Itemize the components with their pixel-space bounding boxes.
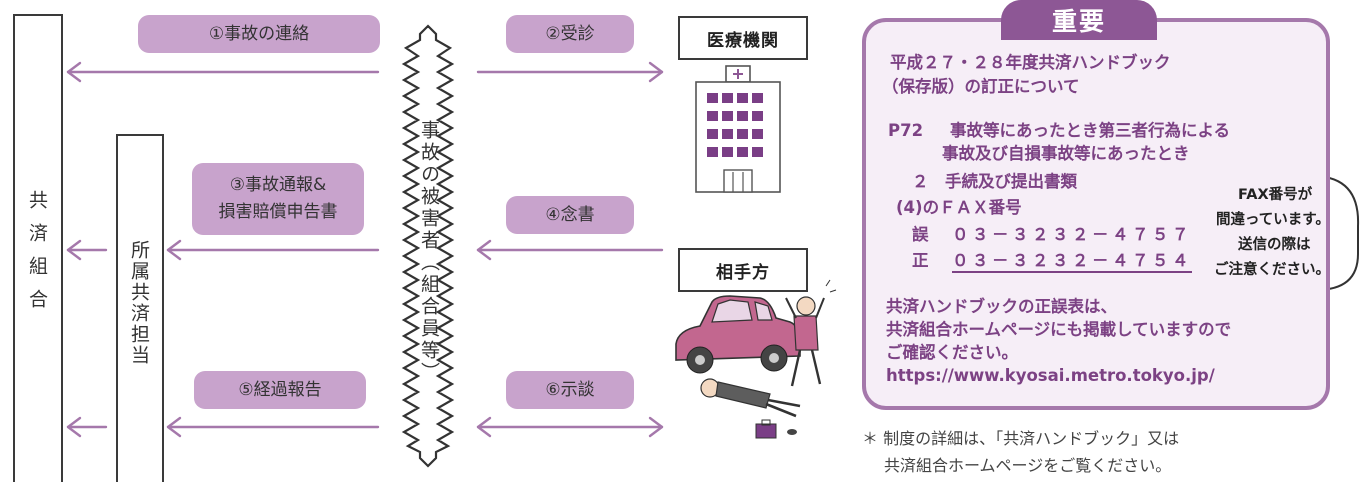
notice-body-line2: 共済組合ホームページにも掲載していますので [886, 320, 1232, 339]
notice-item4: (4)のＦＡＸ番号 [896, 198, 1022, 217]
step-1-pill: ①事故の連絡 [138, 15, 380, 53]
bubble-line1: FAX番号が [1238, 187, 1313, 203]
notice-panel [862, 18, 1330, 410]
shozoku-box [116, 134, 164, 482]
hospital-label: 医療機関 [678, 16, 808, 60]
notice-right-number: ０３－３２３２－４７５４ [952, 250, 1192, 273]
notice-body-line3: ご確認ください。 [886, 343, 1018, 362]
victim-zigzag-outline [401, 24, 455, 468]
notice-body-line1: 共済ハンドブックの正誤表は、 [886, 297, 1117, 316]
car-accident-icon [675, 279, 837, 439]
step-6-pill: ⑥示談 [506, 371, 634, 409]
bubble-line4: ご注意ください。 [1214, 262, 1330, 278]
step-5-pill: ⑤経過報告 [194, 371, 366, 409]
notice-url[interactable]: https://www.kyosai.metro.tokyo.jp/ [886, 366, 1215, 385]
notice-badge: 重要 [1001, 0, 1157, 40]
shozoku-label: 所属共済担当 [128, 240, 150, 366]
step-4-pill: ④念書 [506, 196, 634, 234]
kyosai-kumiai-box [13, 14, 63, 482]
footnote-line2: 共済組合ホームページをご覧ください。 [884, 456, 1172, 475]
counterparty-label: 相手方 [678, 248, 808, 292]
footnote-line1: ＊ 制度の詳細は、「共済ハンドブック」又は [862, 429, 1180, 448]
notice-title-line2: （保存版）の訂正について [882, 77, 1080, 96]
bubble-line2: 間違っています。 [1216, 212, 1330, 228]
notice-p72-line2: 事故及び自損事故等にあったとき [942, 144, 1190, 163]
bubble-line3: 送信の際は [1238, 237, 1311, 253]
notice-wrong-number: ０３－３２３２－４７５７ [952, 225, 1192, 244]
step-3-line2: 損害賠償申告書 [218, 202, 338, 222]
notice-right-label: 正 [912, 251, 929, 270]
step-2-pill: ②受診 [506, 15, 634, 53]
notice-wrong-label: 誤 [912, 225, 929, 244]
kyosai-kumiai-label: 共済組合 [26, 190, 48, 322]
victim-label: 事故の被害者（組合員等） [418, 120, 440, 384]
notice-item2: ２ 手続及び提出書類 [912, 172, 1077, 191]
step-3-line1: ③事故通報& [229, 175, 327, 195]
hospital-icon [695, 65, 781, 193]
notice-p72-line1: 事故等にあったとき第三者行為による [950, 121, 1231, 140]
notice-p72-label: P72 [888, 121, 924, 140]
notice-right-number-text: ０３－３２３２－４７５４ [952, 251, 1192, 273]
step-3-pill: ③事故通報& 損害賠償申告書 [192, 163, 364, 235]
notice-title-line1: 平成２７・２８年度共済ハンドブック [890, 53, 1171, 72]
